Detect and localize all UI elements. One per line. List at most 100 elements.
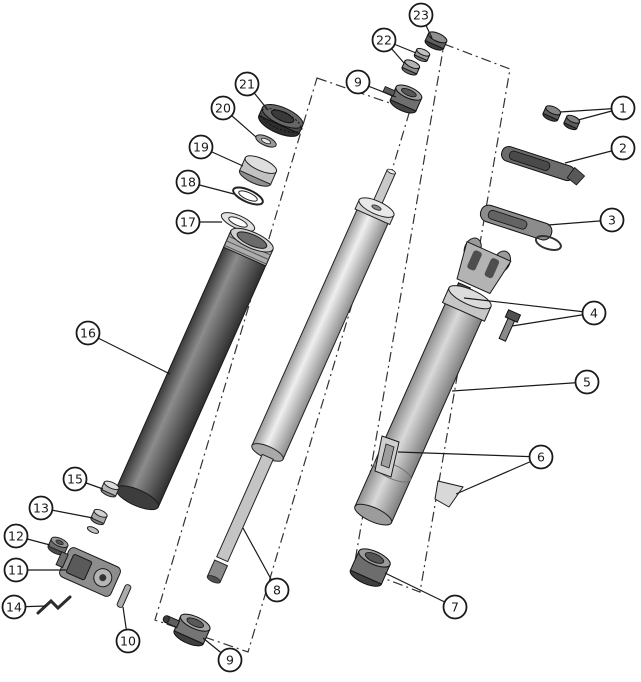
callout-label-1: 1 [619,100,627,115]
callout-label-22: 22 [376,32,392,47]
collar-part [238,155,278,187]
callout-circle-14 [1,594,27,620]
callout-circle-13 [28,495,54,521]
callout-10: 10 [115,628,141,654]
callout-18: 18 [175,169,201,195]
callout-label-2: 2 [619,140,627,155]
callout-7: 7 [442,594,468,620]
callout-circle-21 [234,71,260,97]
leader-line-7 [384,572,456,608]
top-cap-part [258,103,304,137]
clamp-nut-part-2 [563,114,581,131]
guide-plate-part [434,480,464,508]
callout-circle-11 [3,557,29,583]
callout-label-5: 5 [583,374,591,389]
lower-tube-part [354,285,492,526]
callout-circle-8 [264,577,290,603]
callout-label-19: 19 [193,139,209,154]
actuator-body-part [55,547,121,597]
spring-clip-part [36,595,72,615]
callout-20: 20 [210,95,236,121]
locknut-small-part [413,47,431,63]
right-assembly [349,105,586,587]
callout-circle-2 [610,135,636,161]
clamp-nut-part [542,105,562,122]
callout-circle-20 [210,95,236,121]
clamp-bolt-part-2 [498,309,522,342]
callout-label-12: 12 [8,528,24,543]
clamp-collar-top-part [382,84,423,114]
callout-17: 17 [175,209,201,235]
callout-label-6: 6 [537,449,545,464]
bushing-part [100,480,120,498]
callout-circle-15 [62,466,88,492]
callout-circle-7 [442,594,468,620]
outer-tube-part [115,227,274,511]
callout-5: 5 [574,369,600,395]
clamp-collar-bottom-part [162,613,211,647]
left-assembly [36,103,304,647]
callout-label-17: 17 [180,214,196,229]
callout-8: 8 [264,577,290,603]
callout-label-9-top: 9 [354,74,362,89]
wave-washer-part [232,186,264,206]
callout-circle-5 [574,369,600,395]
damper-shaft-part [216,453,274,563]
callout-circle-10 [115,628,141,654]
callout-label-14: 14 [6,599,22,614]
callout-6: 6 [528,444,554,470]
callout-circle-6 [528,444,554,470]
washer-stack-part [90,508,108,526]
callout-circle-18 [175,169,201,195]
clamp-head-part [456,237,512,295]
callout-12: 12 [3,523,29,549]
callout-16: 16 [75,320,101,346]
callout-9-top: 9 [345,69,371,95]
cable-guide-slot-part [380,443,395,469]
flat-washer-part [220,212,256,232]
callout-label-10: 10 [120,633,136,648]
callout-circle-3 [599,207,625,233]
callout-21: 21 [234,71,260,97]
callout-circle-19 [188,134,214,160]
callout-label-9-bottom: 9 [226,652,234,667]
leader-line-6 [397,451,542,458]
leader-line-5 [451,381,588,392]
callout-circle-9-bottom [217,647,243,673]
leader-line-6-1 [455,456,542,495]
leader-line-16 [87,332,171,375]
callout-circle-16 [75,320,101,346]
callout-label-20: 20 [215,100,231,115]
callout-1: 1 [610,95,636,121]
callout-3: 3 [599,207,625,233]
bottom-cap-part [349,548,391,587]
callout-label-21: 21 [239,76,255,91]
pin-part [116,584,132,608]
callout-label-18: 18 [180,174,196,189]
callout-13: 13 [28,495,54,521]
right-assembly-boundary [353,43,511,593]
middle-assembly [206,31,448,584]
callout-22: 22 [371,27,397,53]
kit-boundaries [154,43,511,653]
callout-circle-17 [175,209,201,235]
callout-label-8: 8 [273,582,281,597]
inner-stanchion-part [251,197,395,462]
callout-9-bottom: 9 [217,647,243,673]
top-nut-cap-part [424,31,448,51]
callout-circle-12 [3,523,29,549]
callout-11: 11 [3,557,29,583]
callout-circle-22 [371,27,397,53]
callout-4: 4 [581,300,607,326]
callout-label-16: 16 [80,325,96,340]
seal-ring-part [255,134,277,148]
callout-circle-1 [610,95,636,121]
saddle-clamp-lower-part [479,204,562,251]
callout-15: 15 [62,466,88,492]
small-washer-part [86,526,100,534]
leader-line-4-1 [511,312,595,327]
callout-23: 23 [408,2,434,28]
